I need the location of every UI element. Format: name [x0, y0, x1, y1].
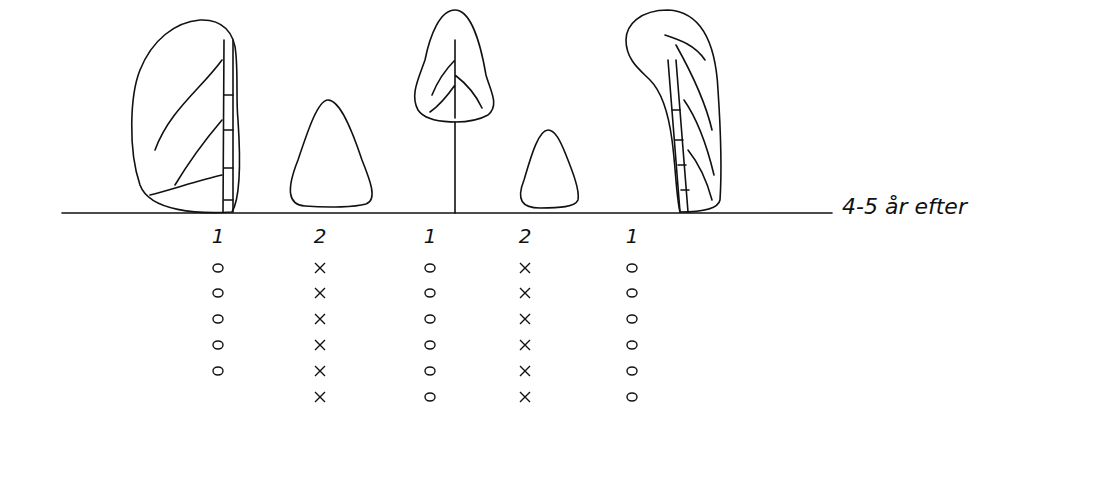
cross-mark: [520, 263, 530, 273]
cross-mark: [520, 392, 530, 402]
cross-mark: [315, 263, 325, 273]
circle-mark: [425, 341, 435, 349]
circle-mark: [213, 315, 223, 323]
plant-type-number: 1: [424, 226, 437, 246]
circle-mark: [213, 341, 223, 349]
plant-type-number: 2: [314, 226, 327, 246]
plant-type-number: 1: [212, 226, 225, 246]
circle-mark: [627, 341, 637, 349]
cross-mark: [315, 340, 325, 350]
conifer-shrub: [290, 100, 372, 207]
plant-type-number: 2: [519, 226, 532, 246]
circle-mark: [627, 289, 637, 297]
circle-mark: [213, 367, 223, 375]
ground-line: [62, 212, 832, 214]
circle-mark: [627, 264, 637, 272]
tree-crown: [626, 10, 721, 212]
circle-mark: [627, 315, 637, 323]
cross-mark: [520, 366, 530, 376]
circle-mark: [425, 264, 435, 272]
tree-crown: [132, 20, 240, 213]
circle-mark: [425, 367, 435, 375]
time-note: 4-5 år efter: [842, 196, 967, 218]
circle-mark: [627, 367, 637, 375]
tree-crown: [415, 10, 494, 213]
cross-mark: [520, 340, 530, 350]
circle-mark: [213, 264, 223, 272]
cross-mark: [315, 314, 325, 324]
plant-type-number: 1: [626, 226, 639, 246]
circle-mark: [213, 289, 223, 297]
conifer-shrub: [521, 130, 579, 208]
cross-mark: [315, 392, 325, 402]
cross-mark: [520, 288, 530, 298]
circle-mark: [425, 289, 435, 297]
planting-marks: [213, 263, 637, 402]
circle-mark: [425, 315, 435, 323]
cross-mark: [315, 366, 325, 376]
cross-mark: [520, 314, 530, 324]
circle-mark: [627, 393, 637, 401]
cross-mark: [315, 288, 325, 298]
circle-mark: [425, 393, 435, 401]
